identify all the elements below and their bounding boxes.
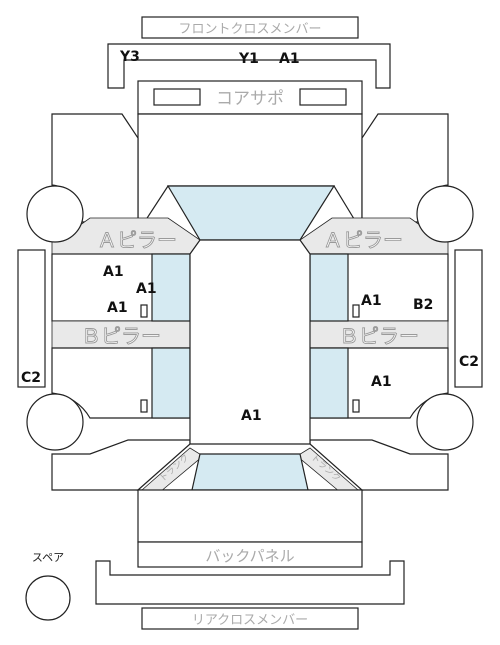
- side-window-front-left[interactable]: [151, 253, 191, 322]
- spare-label: スペア: [32, 551, 64, 564]
- rear-window[interactable]: [191, 453, 309, 491]
- grade-front-y1: Y1: [238, 51, 259, 67]
- core-support-label: コアサポ: [216, 89, 284, 109]
- grade-right-rear-fender: C2: [459, 354, 479, 370]
- grade-front-y3: Y3: [119, 49, 140, 65]
- windshield[interactable]: [166, 185, 336, 241]
- rear-section[interactable]: [137, 489, 363, 543]
- wheel-front-left[interactable]: [26, 185, 84, 243]
- door-handle-front-left: [140, 304, 148, 318]
- grade-left-front-door-b: A1: [136, 281, 157, 297]
- b-pillar-right-label: Ｂピラー: [339, 324, 419, 348]
- grade-front-a1: A1: [279, 51, 300, 67]
- grade-roof: A1: [241, 408, 262, 424]
- grade-left-rear-fender: C2: [21, 370, 41, 386]
- side-window-front-right[interactable]: [309, 253, 349, 322]
- wheel-rear-left[interactable]: [26, 393, 84, 451]
- grade-right-front-door-a: A1: [361, 293, 382, 309]
- headlight-left[interactable]: [153, 88, 201, 106]
- front-cross-member-label: フロントクロスメンバー: [178, 22, 321, 37]
- back-panel-label: バックパネル: [205, 547, 294, 565]
- side-rail-right[interactable]: [454, 249, 483, 388]
- rear-cross-member-box[interactable]: [141, 607, 359, 630]
- side-window-rear-left[interactable]: [151, 347, 191, 419]
- wheel-rear-right[interactable]: [416, 393, 474, 451]
- rear-bumper[interactable]: [95, 560, 405, 605]
- front-bumper[interactable]: [107, 43, 391, 89]
- spare-tire[interactable]: [25, 575, 71, 621]
- a-pillar-right-label: Ａピラー: [323, 228, 403, 252]
- headlight-right[interactable]: [299, 88, 347, 106]
- b-pillar-left-label: Ｂピラー: [81, 324, 161, 348]
- grade-left-front-door-a: A1: [103, 264, 124, 280]
- grade-right-front-door-b: B2: [413, 297, 433, 313]
- a-pillar-left-label: Ａピラー: [97, 228, 177, 252]
- door-handle-front-right: [352, 304, 360, 318]
- rear-cross-member-label: リアクロスメンバー: [192, 613, 308, 628]
- front-cross-member-box[interactable]: [141, 16, 359, 39]
- back-panel-box[interactable]: [137, 541, 363, 568]
- grade-left-front-door-c: A1: [107, 300, 128, 316]
- grade-right-rear-door: A1: [371, 374, 392, 390]
- side-window-rear-right[interactable]: [309, 347, 349, 419]
- door-handle-rear-left: [140, 399, 148, 413]
- wheel-front-right[interactable]: [416, 185, 474, 243]
- door-handle-rear-right: [352, 399, 360, 413]
- side-rail-left[interactable]: [17, 249, 46, 388]
